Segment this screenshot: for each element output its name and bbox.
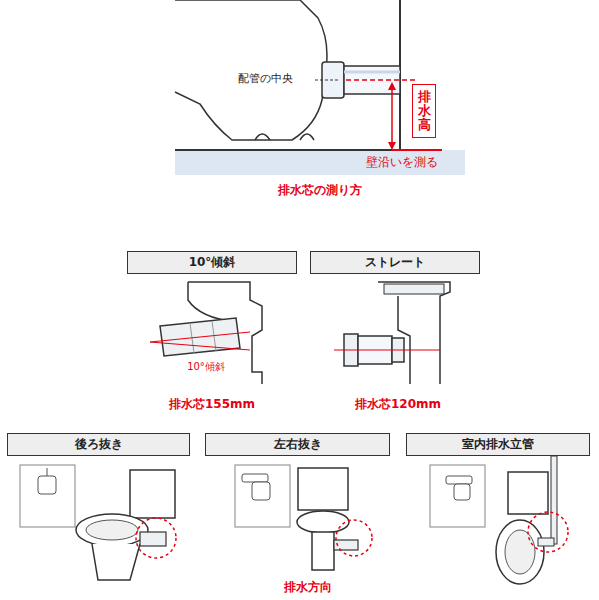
dimension-label: 排水芯155mm	[169, 397, 255, 411]
box-text: 排水高	[418, 90, 431, 133]
box-text: 室内排水立管	[462, 436, 534, 453]
angle-label: 10°傾斜	[187, 361, 225, 373]
panel-caption: 排水芯の測り方	[278, 183, 362, 197]
header-box: ストレート	[310, 251, 480, 274]
box-text: ストレート	[365, 254, 425, 271]
drain-height-box: 排水高	[412, 84, 436, 138]
header-box: 室内排水立管	[406, 433, 590, 456]
box-text: 10°傾斜	[189, 254, 236, 271]
pipe-center-label: 配管の中央	[238, 72, 293, 85]
measure-note: 壁沿いを測る	[366, 155, 438, 169]
direction-label: 排水方向	[284, 580, 332, 594]
box-text: 左右抜き	[274, 436, 322, 453]
dimension-label: 排水芯120mm	[355, 397, 441, 411]
header-box: 後ろ抜き	[7, 433, 190, 456]
header-box: 左右抜き	[205, 433, 390, 456]
box-text: 後ろ抜き	[75, 436, 123, 453]
header-box: 10°傾斜	[127, 251, 297, 274]
